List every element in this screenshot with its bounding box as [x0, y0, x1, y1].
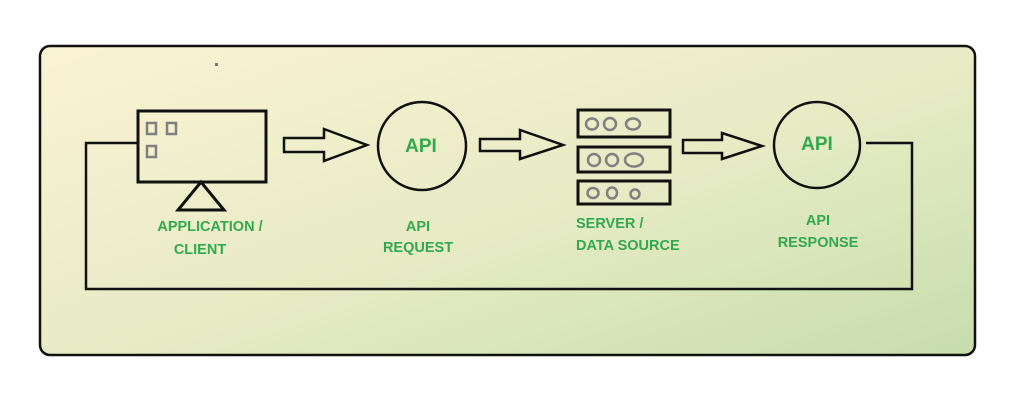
client-label-line2: CLIENT — [174, 242, 227, 258]
stray-dot — [215, 63, 218, 66]
arrow-right-icon — [681, 131, 767, 161]
api-response-label-line2: RESPONSE — [778, 235, 859, 251]
api-response-circle-text: API — [801, 134, 833, 155]
server-label-line2: DATA SOURCE — [576, 238, 680, 254]
api-request-circle-text: API — [405, 136, 437, 157]
api-request-circle — [376, 100, 468, 192]
monitor-icon — [136, 109, 268, 212]
arrow-right-icon — [478, 128, 567, 161]
arrow-right-icon — [282, 127, 371, 163]
client-label-line1: APPLICATION / — [157, 219, 262, 235]
api-request-label-line1: API — [406, 219, 430, 235]
server-label-line1: SERVER / — [576, 216, 643, 232]
server-rack-icon — [576, 108, 672, 206]
response-loop-line — [84, 141, 914, 291]
api-response-circle — [772, 100, 862, 190]
diagram-panel — [38, 44, 977, 357]
api-response-label-line1: API — [806, 213, 830, 229]
api-request-label-line2: REQUEST — [383, 240, 453, 256]
